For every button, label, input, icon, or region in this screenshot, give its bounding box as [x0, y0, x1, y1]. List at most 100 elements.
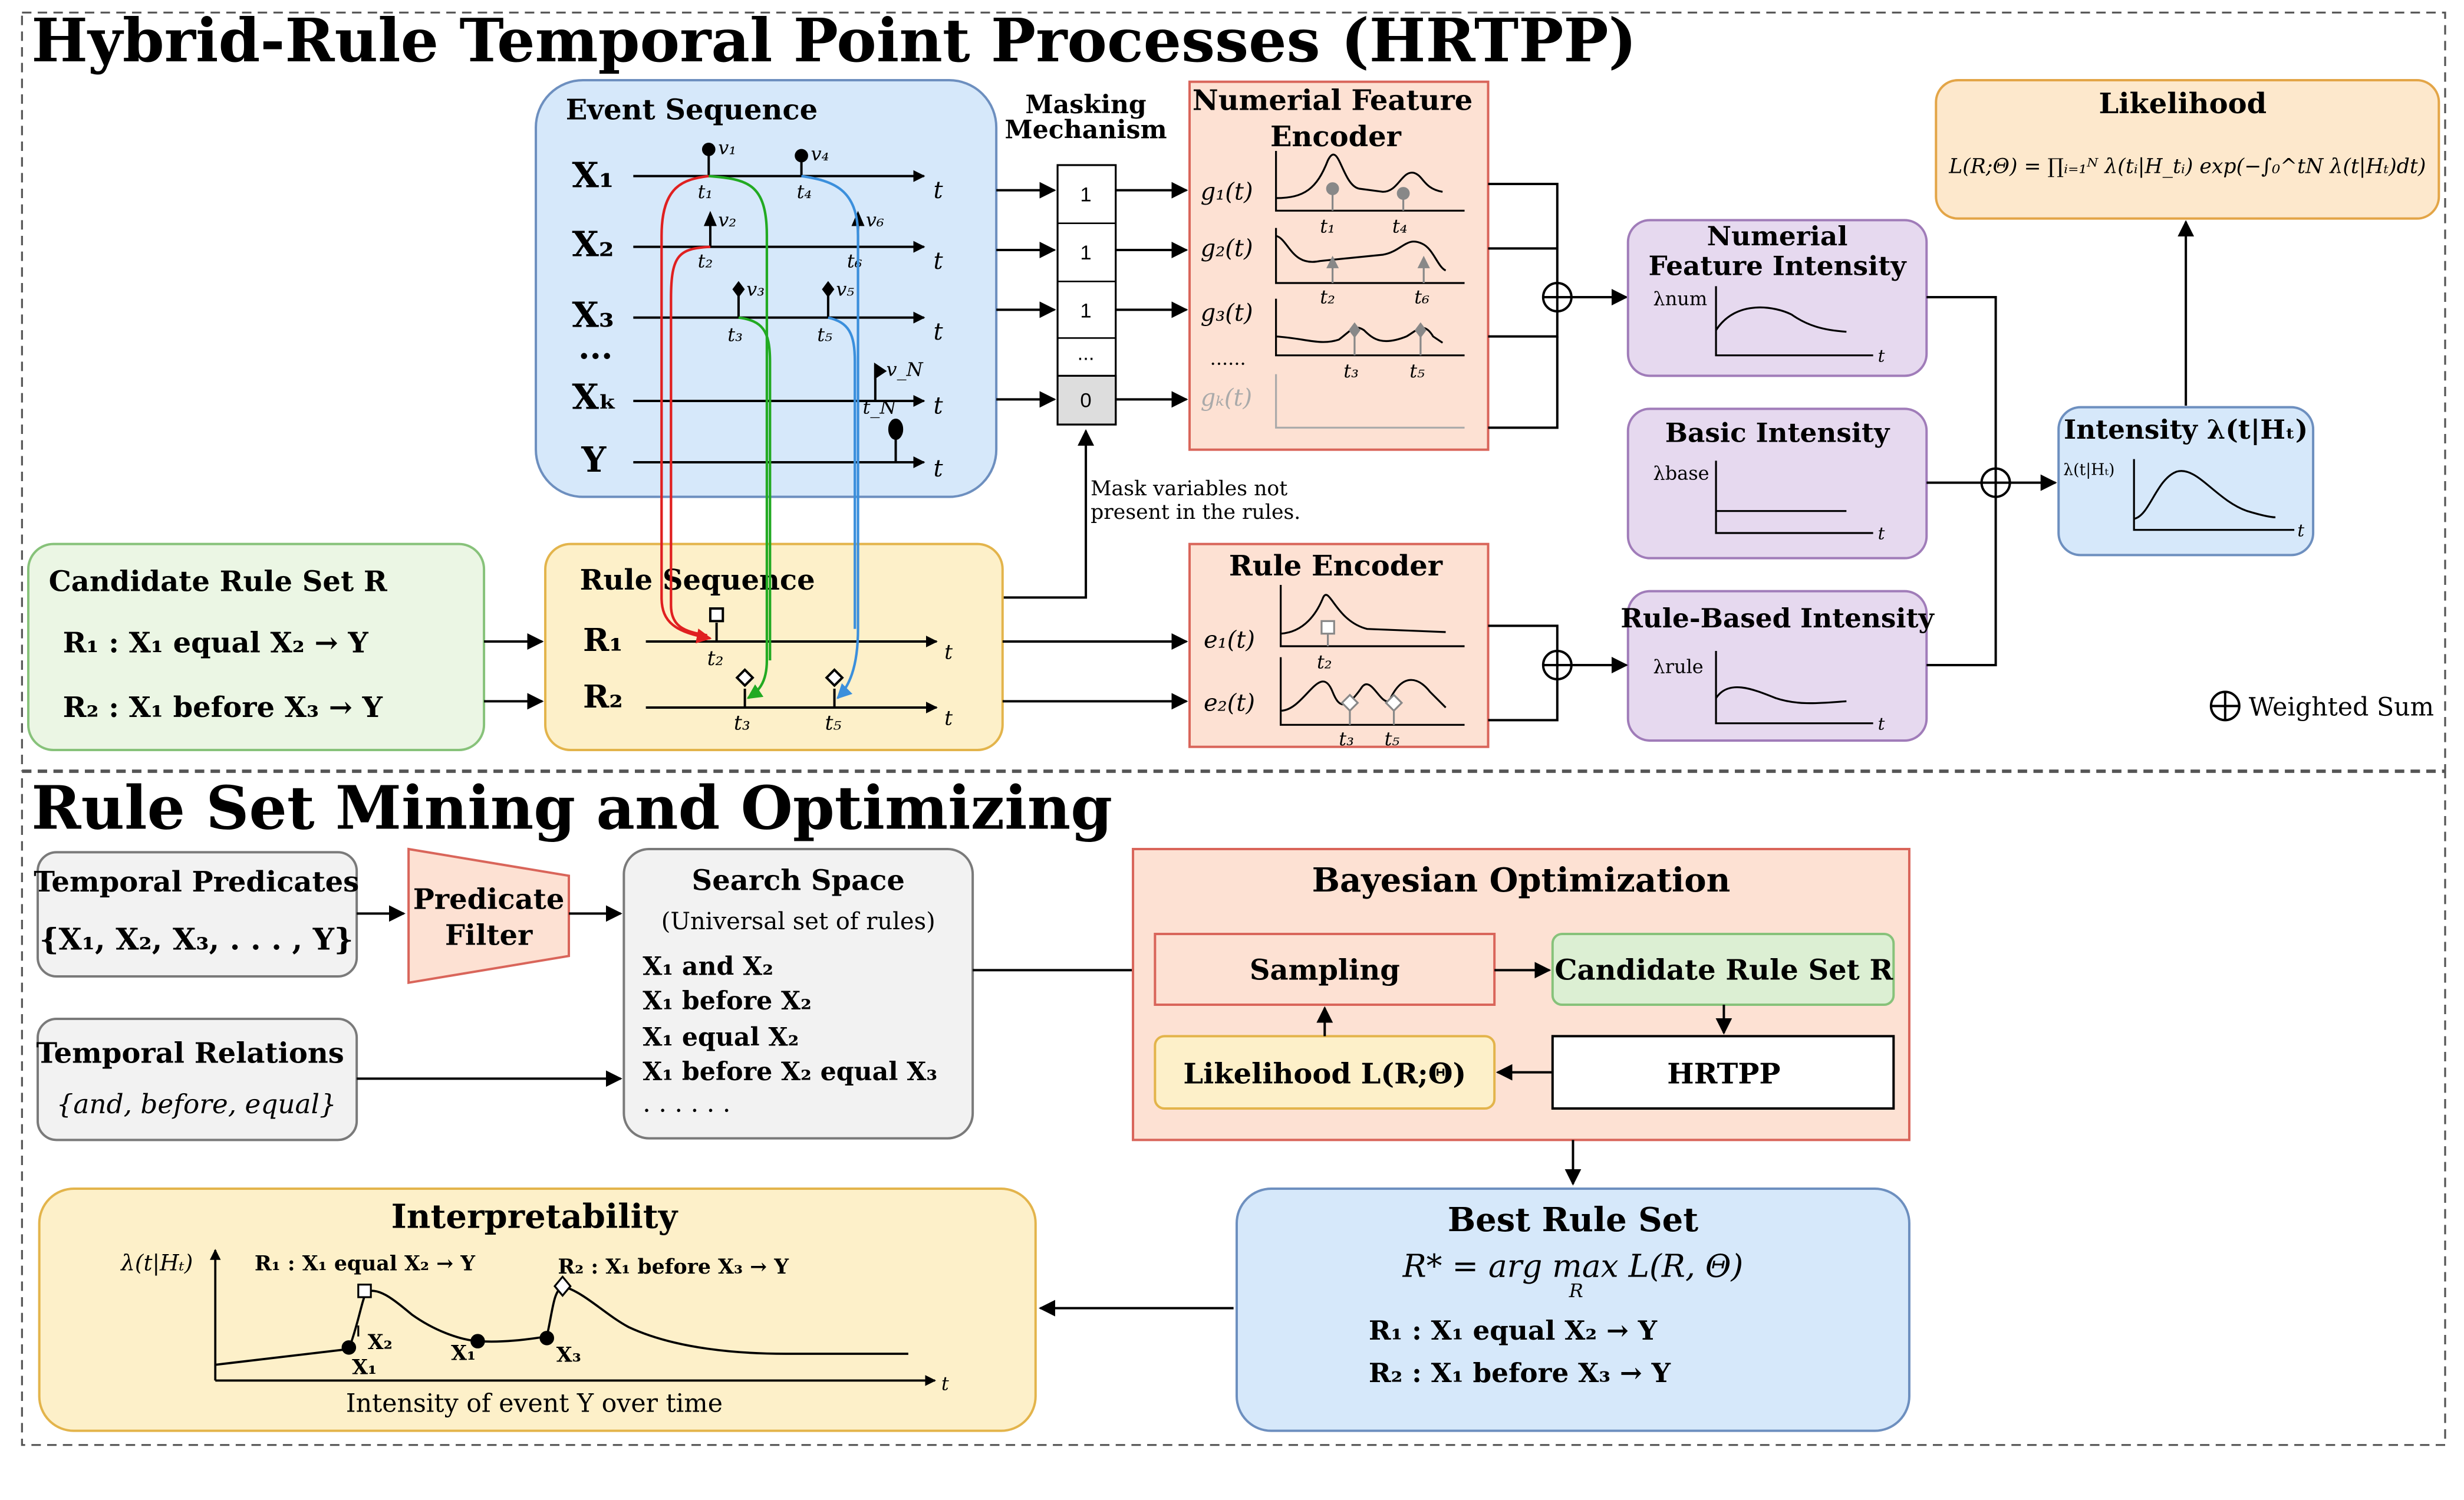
row-label-x3: X₃ [572, 295, 614, 335]
bayes-likelihood-label: Likelihood L(R;Θ) [1183, 1057, 1466, 1090]
search-space-title: Search Space [692, 864, 905, 897]
intensity-box: Intensity λ(t|Hₜ) λ(t|Hₜ) t [2057, 406, 2315, 557]
top-section-border [21, 11, 2446, 772]
candidate-rule-set: Candidate Rule Set R R₁ : X₁ equal X₂ → … [27, 542, 486, 751]
g2-tick-2: t₆ [1414, 286, 1429, 308]
row-ellipsis: ... [578, 328, 612, 367]
g3-tick-1: t₃ [1343, 360, 1359, 382]
svg-text:t: t [2297, 520, 2304, 540]
interpret-marker-x1b: X₁ [451, 1341, 476, 1366]
bayesian-optimization: Bayesian Optimization Sampling Candidate… [1132, 847, 1910, 1142]
rule-encoder-title: Rule Encoder [1229, 550, 1443, 583]
event-sequence-title: Event Sequence [566, 94, 818, 127]
axis-t-1: t [933, 177, 943, 204]
intensity-title: Intensity λ(t|Hₜ) [2064, 413, 2308, 445]
row-label-y: Y [581, 439, 607, 480]
g1-tick-1: t₁ [1320, 215, 1335, 238]
rule-seq-tick-t5: t₅ [825, 711, 842, 735]
temporal-predicates-title: Temporal Predicates [34, 866, 359, 899]
axis-t-3: t [933, 318, 943, 346]
e2-tick-t3: t₃ [1339, 728, 1354, 750]
num-intensity-title-1: Numerial [1707, 220, 1848, 252]
rule-based-intensity: Rule-Based Intensity λrule t [1620, 590, 1935, 742]
temporal-predicates: Temporal Predicates {X₁, X₂, X₃, . . . ,… [34, 851, 359, 978]
num-intensity-ylabel: λnum [1653, 287, 1707, 310]
numerical-feature-intensity: Numerial Feature Intensity λnum t [1626, 219, 1928, 377]
masking-mechanism: Masking Mechanism 1 1 1 ... 0 Mask varia… [1004, 90, 1300, 524]
event-v2: v₂ [718, 209, 736, 231]
g3-label: g₃(t) [1201, 300, 1253, 327]
event-v1: v₁ [718, 136, 736, 159]
rule-encoder-arrows [1002, 633, 1188, 710]
event-v4: v₄ [811, 143, 829, 165]
num-encoder-merge [1488, 183, 1628, 429]
predicate-filter-line2: Filter [445, 919, 533, 952]
search-space-item-2: X₁ before X₂ [643, 986, 812, 1016]
predicate-filter: Predicate Filter [407, 847, 571, 985]
gk-label: gₖ(t) [1201, 384, 1252, 412]
rule-seq-tick-t3: t₃ [734, 711, 750, 735]
candidate-arrows [484, 633, 544, 710]
best-rule-2: R₂ : X₁ before X₃ → Y [1369, 1357, 1671, 1389]
interpret-caption: Intensity of event Y over time [346, 1389, 723, 1419]
masking-title-2: Mechanism [1004, 116, 1167, 145]
bayesian-title: Bayesian Optimization [1312, 861, 1731, 900]
mask-note-2: present in the rules. [1091, 501, 1300, 524]
sampling-label: Sampling [1250, 953, 1400, 986]
temporal-predicates-content: {X₁, X₂, X₃, . . . , Y} [39, 922, 353, 957]
sampling-box [1154, 933, 1496, 1006]
interpretability-title: Interpretability [391, 1198, 678, 1236]
e1-label: e₁(t) [1204, 627, 1255, 654]
mask-value-4: ... [1078, 343, 1095, 365]
temporal-relations: Temporal Relations {and, before, equal} [36, 1017, 358, 1142]
likelihood-formula: L(R;Θ) = ∏ᵢ₌₁ᴺ λ(tᵢ|H_tᵢ) exp(−∫₀^tN λ(t… [1948, 154, 2426, 178]
candidate-rule-1: R₁ : X₁ equal X₂ → Y [63, 627, 369, 660]
axis-t-5: t [933, 455, 943, 482]
hrtpp-box [1551, 1035, 1895, 1110]
best-rule-formula: R* = arg max L(R, Θ) [1402, 1248, 1744, 1284]
best-rule-formula-sub: R [1569, 1279, 1583, 1302]
svg-text:t: t [944, 706, 953, 730]
event-t4: t₄ [797, 180, 812, 203]
svg-text:t: t [1878, 346, 1885, 366]
rule-seq-label-r1: R₁ [583, 621, 623, 659]
event-t5: t₅ [817, 324, 832, 346]
top-section-title: Hybrid-Rule Temporal Point Processes (HR… [31, 5, 1636, 75]
search-space-subtitle: (Universal set of rules) [661, 908, 935, 935]
e2-tick-t5: t₅ [1385, 728, 1400, 750]
interpret-marker-x2: X₂ [368, 1330, 393, 1354]
intensity-ylabel: λ(t|Hₜ) [2063, 460, 2114, 479]
search-space-item-4: X₁ before X₂ equal X₃ [643, 1057, 937, 1087]
event-rule-links [660, 175, 859, 699]
num-encoder-ellipsis: ...... [1210, 347, 1246, 370]
basic-intensity-ylabel: λbase [1653, 462, 1709, 484]
temporal-relations-title: Temporal Relations [36, 1037, 344, 1070]
rule-sequence: Rule Sequence R₁ R₂ t t t₂ t₃ t₅ [544, 542, 1004, 751]
masking-title-1: Masking [1025, 90, 1146, 120]
row-label-x2: X₂ [572, 224, 614, 265]
g3-tick-2: t₅ [1409, 360, 1425, 382]
interpret-marker-x3: X₃ [556, 1343, 581, 1367]
interpret-marker-x1a: X₁ [352, 1356, 377, 1380]
interpret-ylabel: λ(t|Hₜ) [120, 1250, 193, 1276]
event-t2: t₂ [698, 249, 713, 272]
event-v3: v₃ [746, 278, 765, 300]
rule-encoder-merge [1488, 624, 1628, 722]
weighted-sum-legend: Weighted Sum [2209, 690, 2434, 722]
numerical-feature-encoder: Numerial Feature Encoder g₁(t) g₂(t) g₃(… [1188, 80, 1490, 451]
num-encoder-title-1: Numerial Feature [1193, 84, 1473, 117]
hrtpp-label: HRTPP [1667, 1057, 1780, 1090]
num-intensity-title-2: Feature Intensity [1649, 250, 1908, 282]
basic-intensity-title: Basic Intensity [1665, 416, 1890, 448]
rule-seq-tick-t2: t₂ [707, 647, 724, 670]
e1-tick-t2: t₂ [1317, 650, 1332, 673]
basic-intensity: Basic Intensity λbase t [1626, 407, 1928, 560]
intensity-merge [1926, 296, 2057, 666]
event-t3: t₃ [727, 324, 743, 346]
mask-value-2: 1 [1080, 242, 1091, 264]
rule-intensity-title: Rule-Based Intensity [1620, 602, 1935, 634]
bottom-section-border [21, 771, 2446, 1446]
event-vN: v_N [887, 358, 924, 380]
